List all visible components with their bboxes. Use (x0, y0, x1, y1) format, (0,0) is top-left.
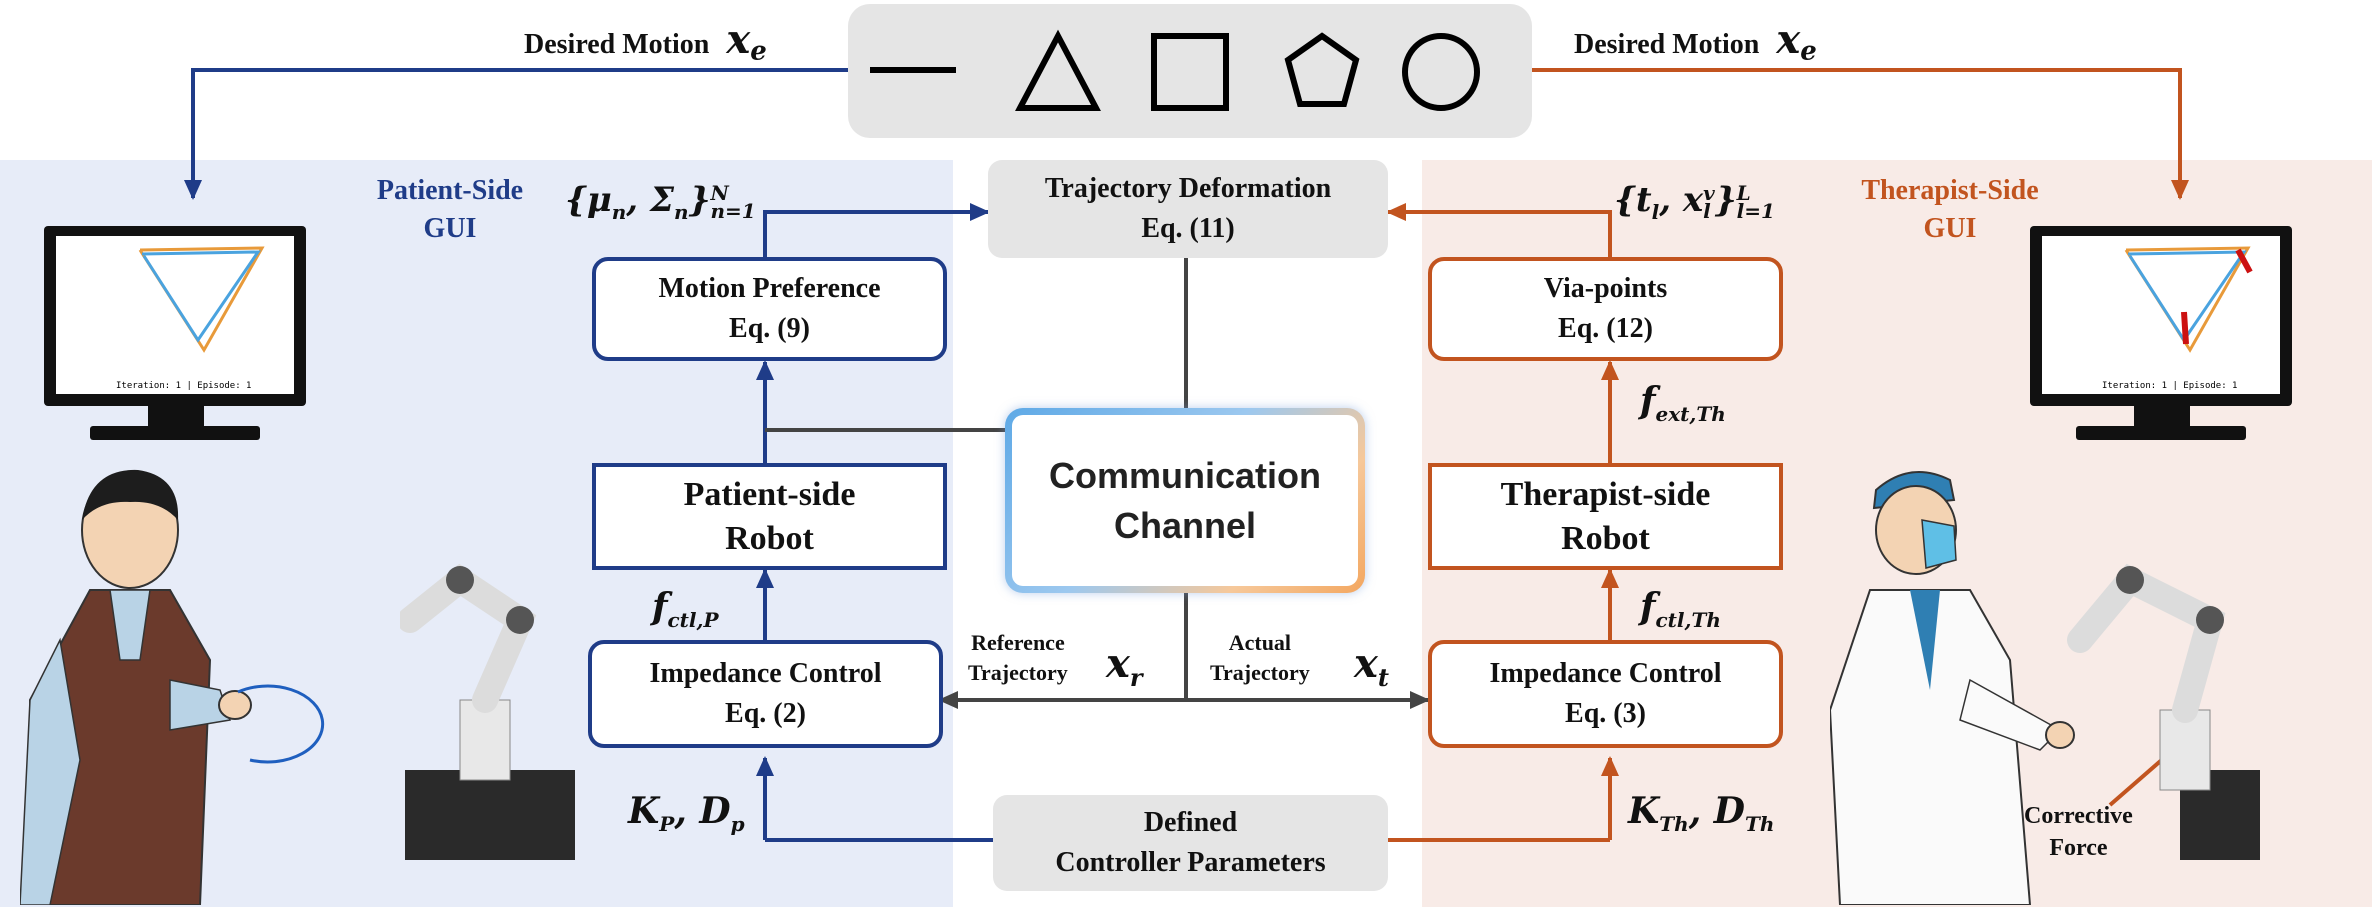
kp-dp-label: KP, Dp (628, 790, 745, 837)
f-ctl-p-label: fctl,P (652, 586, 719, 633)
patient-illustration (20, 469, 325, 905)
impedance-control-left-box: Impedance Control Eq. (2) (588, 640, 943, 748)
therapist-screen-caption: Iteration: 1 | Episode: 1 (2102, 381, 2238, 391)
patient-robot-illustration (400, 563, 575, 860)
therapist-robot-illustration (2067, 563, 2260, 860)
square-shape-icon (1151, 33, 1229, 111)
actual-trajectory-label: Actual Trajectory (1210, 630, 1310, 685)
desired-motion-right-label: Desired Motion xe (1574, 16, 1817, 67)
corrective-force-label: Corrective Force (2024, 803, 2133, 861)
therapist-illustration (1830, 471, 2075, 905)
pentagon-shape-icon (1284, 32, 1360, 107)
xr-symbol: xr (1106, 640, 1143, 692)
motion-preference-box: Motion Preference Eq. (9) (592, 257, 947, 361)
trajectory-deformation-box: Trajectory Deformation Eq. (11) (988, 160, 1388, 258)
desired-motion-shapes (848, 4, 1532, 138)
therapist-robot-box: Therapist-side Robot (1428, 463, 1783, 570)
kth-dth-label: KTh, DTh (1628, 790, 1775, 837)
via-points-box: Via-points Eq. (12) (1428, 257, 1783, 361)
triangle-shape-icon (1015, 29, 1101, 111)
f-ctl-th-label: fctl,Th (1640, 586, 1721, 633)
xt-symbol: xt (1354, 640, 1389, 692)
reference-trajectory-label: Reference Trajectory (968, 630, 1068, 685)
patient-robot-box: Patient-side Robot (592, 463, 947, 570)
circle-shape-icon (1402, 33, 1480, 111)
communication-channel-box: Communication Channel (1005, 408, 1365, 593)
f-ext-th-label: fext,Th (1640, 380, 1726, 427)
shape-icons (870, 29, 1480, 111)
impedance-control-right-box: Impedance Control Eq. (3) (1428, 640, 1783, 748)
therapist-monitor-icon (2030, 226, 2292, 440)
patient-monitor-icon (44, 226, 306, 440)
patient-screen-caption: Iteration: 1 | Episode: 1 (116, 381, 252, 391)
defined-controller-parameters-box: Defined Controller Parameters (993, 795, 1388, 891)
desired-motion-left-label: Desired Motion xe (524, 16, 767, 67)
